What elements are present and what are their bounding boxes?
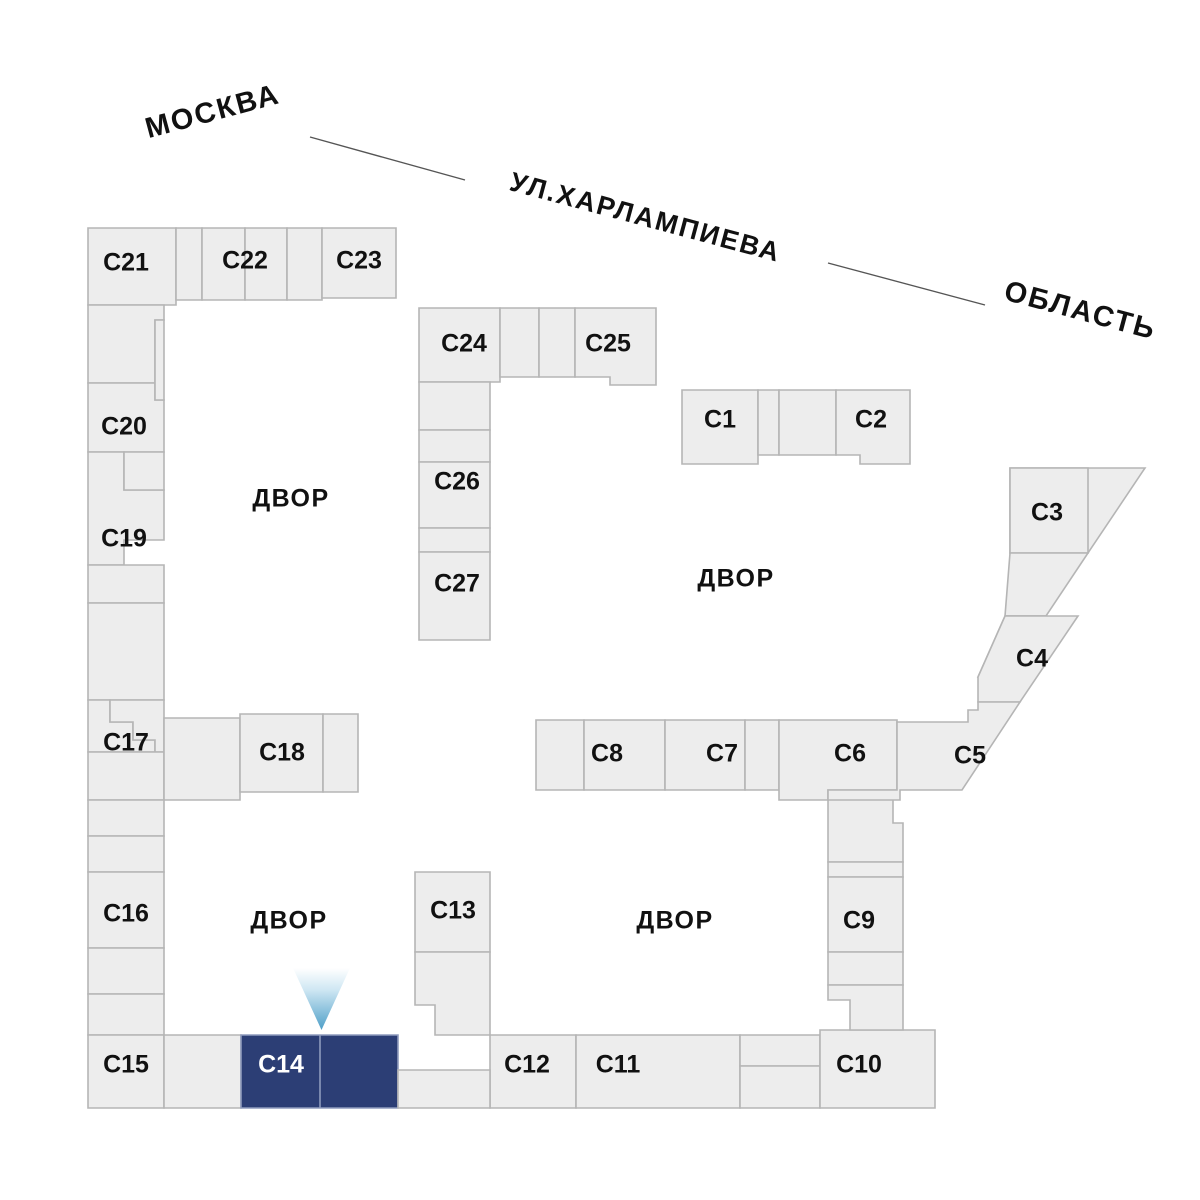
building-segment-c9-bottom[interactable]	[827, 984, 904, 1031]
street-label-oblast: ОБЛАСТЬ	[1001, 275, 1160, 346]
yard-label-se: ДВОР	[636, 907, 713, 935]
building-label-C18: C18	[259, 739, 305, 767]
building-label-C4: C4	[1016, 645, 1048, 673]
building-label-C19: C19	[101, 525, 147, 553]
building-C22[interactable]: C22	[201, 227, 288, 301]
building-C8[interactable]: C8	[583, 719, 666, 791]
building-label-C6: C6	[834, 740, 866, 768]
building-segment-s1[interactable]	[163, 1034, 242, 1109]
building-label-C20: C20	[101, 413, 147, 441]
building-segment-w5[interactable]	[87, 947, 165, 995]
building-C24[interactable]: C24	[418, 307, 501, 383]
building-C6[interactable]: C6	[778, 719, 898, 801]
building-segment-w6[interactable]	[87, 993, 165, 1036]
building-segment-w1[interactable]	[87, 304, 165, 384]
building-C1[interactable]: C1	[681, 389, 759, 465]
building-C14[interactable]: C14	[240, 1034, 399, 1109]
building-C3[interactable]: C3	[1009, 467, 1147, 554]
building-label-C16: C16	[103, 900, 149, 928]
building-C16[interactable]: C16	[87, 871, 165, 949]
building-label-C5: C5	[954, 742, 986, 770]
building-segment-s2[interactable]	[398, 1035, 435, 1072]
street-label-moskva: МОСКВА	[142, 78, 283, 145]
building-segment-c1-right[interactable]	[757, 389, 837, 456]
building-C4[interactable]: C4	[976, 615, 1080, 703]
building-label-C12: C12	[504, 1051, 550, 1079]
building-segment-n2[interactable]	[286, 227, 323, 301]
building-label-C24: C24	[441, 330, 487, 358]
building-C7[interactable]: C7	[664, 719, 746, 791]
building-C21[interactable]: C21	[87, 227, 177, 306]
building-C23[interactable]: C23	[321, 227, 397, 299]
building-label-C11: C11	[596, 1051, 641, 1079]
yard-label-ne: ДВОР	[697, 565, 774, 593]
building-segment-c13-lower[interactable]	[414, 951, 491, 1036]
building-C18[interactable]: C18	[239, 713, 359, 793]
building-C17-body[interactable]	[88, 718, 164, 800]
building-segment-c26-top[interactable]	[418, 381, 491, 431]
building-C25[interactable]: C25	[574, 307, 657, 386]
building-segment-c17-right[interactable]	[163, 717, 241, 801]
building-segment-c9-top[interactable]	[827, 794, 904, 863]
building-label-C14: C14	[258, 1051, 304, 1079]
building-C5[interactable]: C5	[827, 701, 1022, 801]
building-C11[interactable]: C11	[575, 1034, 741, 1109]
building-C27[interactable]: C27	[418, 551, 491, 641]
building-C10[interactable]: C10	[819, 1029, 936, 1109]
building-label-C13: C13	[430, 897, 476, 925]
selected-pointer-arrow-icon	[293, 968, 350, 1030]
building-C2[interactable]: C2	[835, 389, 911, 465]
building-label-C9: C9	[843, 907, 875, 935]
building-C26[interactable]: C26	[418, 429, 491, 529]
building-segment-n1[interactable]	[175, 227, 203, 301]
building-label-C3: C3	[1031, 499, 1063, 527]
building-segment-c27-top[interactable]	[418, 527, 491, 553]
yard-label-nw: ДВОР	[252, 485, 329, 513]
street-label-ul-harlampieva: УЛ.ХАРЛАМПИЕВА	[507, 167, 785, 268]
building-label-C15: C15	[103, 1051, 149, 1079]
building-label-C1: C1	[704, 406, 736, 434]
building-label-C25: C25	[585, 330, 631, 358]
building-segment-w-strip[interactable]	[154, 319, 165, 401]
building-segment-e1[interactable]	[1004, 552, 1090, 617]
leader-line-oblast	[827, 262, 986, 306]
building-segment-c24-right[interactable]	[499, 307, 576, 378]
building-label-C22: C22	[222, 247, 268, 275]
yard-label-sw: ДВОР	[250, 907, 327, 935]
building-segment-c8-left[interactable]	[535, 719, 585, 791]
building-segment-c9-strip1[interactable]	[827, 861, 904, 878]
building-label-C10: C10	[836, 1051, 882, 1079]
building-label-C23: C23	[336, 247, 382, 275]
building-segment-w4[interactable]	[87, 835, 165, 873]
building-label-C7: C7	[706, 740, 738, 768]
building-segment-s3[interactable]	[739, 1034, 821, 1109]
building-label-C27: C27	[434, 570, 480, 598]
building-label-C2: C2	[855, 406, 887, 434]
building-C9[interactable]: C9	[827, 876, 904, 953]
building-C13[interactable]: C13	[414, 871, 491, 953]
building-C15[interactable]: C15	[87, 1034, 165, 1109]
building-segment-w3[interactable]	[87, 799, 165, 837]
leader-line-moskva	[309, 136, 466, 181]
building-label-C17: C17	[103, 729, 149, 757]
building-C20[interactable]: C20	[87, 413, 165, 604]
building-label-C8: C8	[591, 740, 623, 768]
building-C17[interactable]: C17	[87, 720, 165, 802]
building-segment-c7-right[interactable]	[744, 719, 780, 791]
building-segment-c9-strip2[interactable]	[827, 951, 904, 986]
building-label-C21: C21	[103, 249, 149, 277]
building-label-C26: C26	[434, 468, 480, 496]
building-C19[interactable]: C19	[87, 488, 165, 701]
building-C12[interactable]: C12	[397, 1034, 577, 1109]
